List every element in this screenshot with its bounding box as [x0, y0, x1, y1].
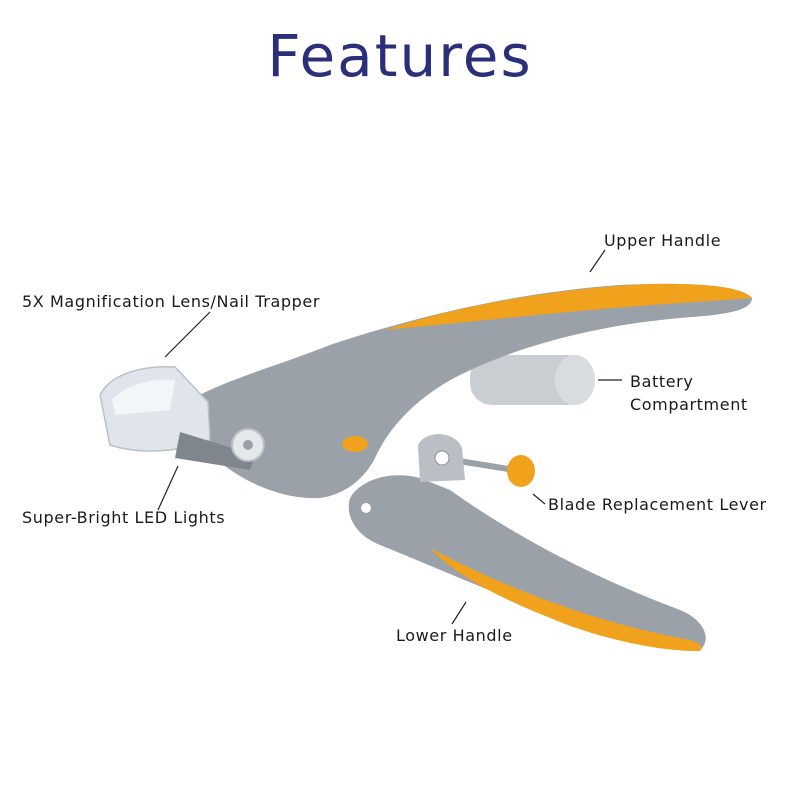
callout-blade-lever: Blade Replacement Lever: [548, 493, 767, 516]
callout-battery-line-2: Compartment: [630, 393, 748, 416]
leader-upper-handle: [590, 250, 605, 272]
leader-lower-handle: [452, 602, 466, 624]
front-pivot-screw-center: [243, 440, 253, 450]
leader-blade-lever: [533, 494, 545, 504]
battery-compartment-cap: [555, 355, 595, 405]
callout-lower-handle: Lower Handle: [396, 624, 513, 647]
leader-magnifier: [165, 312, 210, 357]
blade-lever-tip: [507, 455, 535, 487]
callout-upper-handle: Upper Handle: [604, 229, 721, 252]
page-title: Features: [0, 22, 800, 90]
callout-battery-line-1: Battery: [630, 370, 748, 393]
pivot-hole: [435, 451, 449, 465]
leader-led: [158, 466, 178, 510]
lower-pivot-hole: [361, 503, 371, 513]
callout-battery: Battery Compartment: [630, 370, 748, 416]
callout-magnifier: 5X Magnification Lens/Nail Trapper: [22, 290, 320, 313]
callout-led: Super-Bright LED Lights: [22, 506, 225, 529]
led-button: [342, 436, 368, 452]
